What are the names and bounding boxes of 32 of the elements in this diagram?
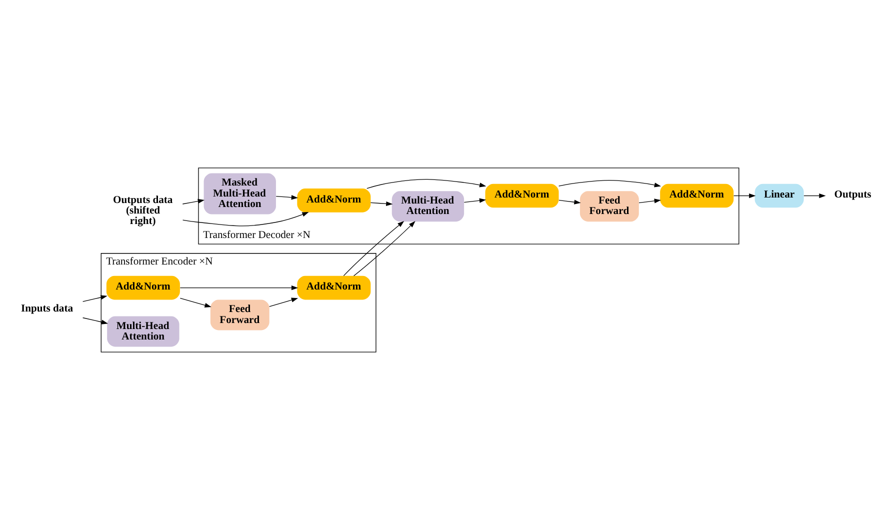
arrow [366, 179, 486, 189]
arrow [370, 201, 393, 206]
arrow [180, 286, 298, 290]
arrow [638, 198, 661, 204]
arrow [558, 180, 661, 188]
arrow [464, 198, 486, 203]
node-text: Outputs data (shifted right) [113, 194, 173, 228]
arrow [276, 195, 298, 200]
arrow [733, 193, 756, 198]
node-box: Add&Norm [106, 276, 180, 300]
node-box: Masked Multi-Head Attention [204, 173, 276, 214]
node-box: Add&Norm [297, 276, 371, 300]
arrow [353, 221, 416, 276]
arrow [269, 298, 298, 307]
node-text: Outputs [834, 190, 872, 201]
node-box: Add&Norm [660, 184, 734, 208]
arrow [558, 200, 581, 204]
arrow [180, 298, 212, 308]
node-box: Multi-Head Attention [107, 316, 180, 347]
node-box: Feed Forward [210, 300, 270, 330]
node-text: Inputs data [21, 304, 74, 315]
arrow [804, 193, 826, 198]
arrow [182, 198, 205, 204]
arrow [82, 295, 108, 302]
arrow [343, 221, 404, 276]
node-box: Add&Norm [297, 188, 371, 212]
node-box: Feed Forward [580, 191, 639, 222]
node-box: Multi-Head Attention [392, 191, 464, 222]
node-box: Add&Norm [485, 184, 559, 208]
node-box: Linear [754, 184, 804, 208]
arrow [82, 317, 108, 324]
arrow [182, 212, 309, 226]
